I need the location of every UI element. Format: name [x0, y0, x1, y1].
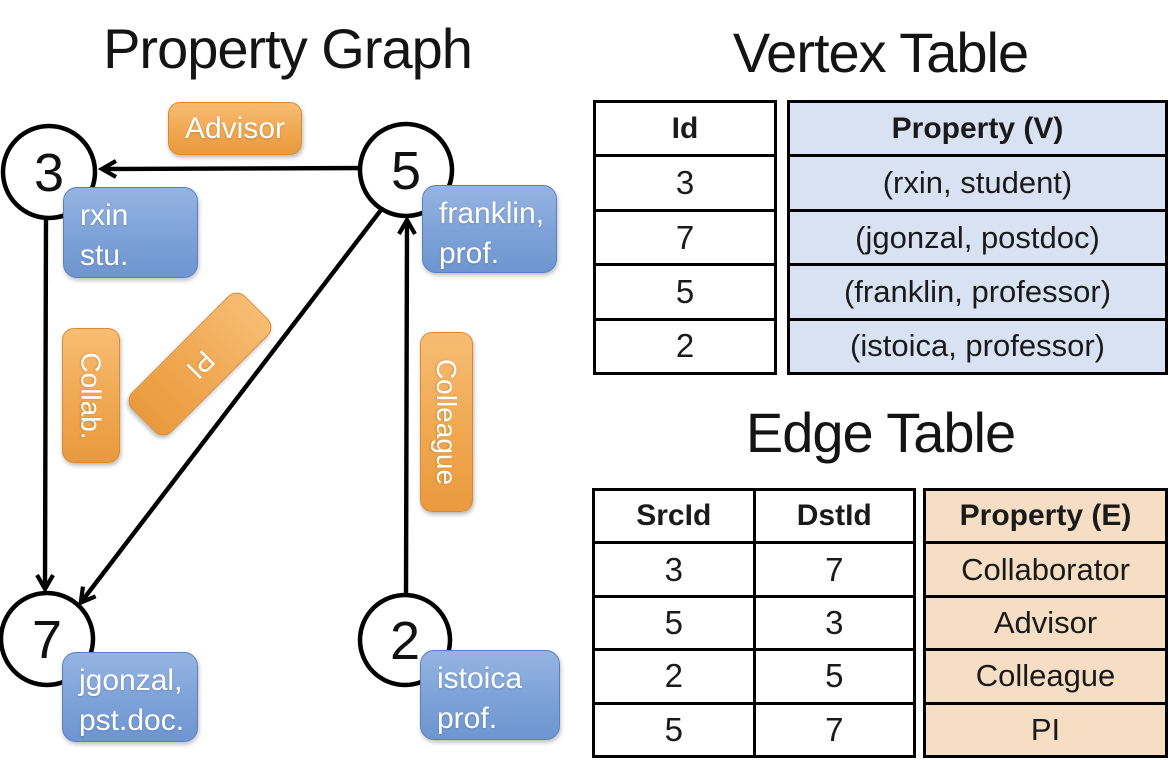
edge-label-advisor-text: Advisor — [184, 111, 286, 145]
edge-dst-cell: 3 — [752, 597, 914, 649]
node-id-3: 3 — [34, 143, 64, 203]
edge-dst-cell: 7 — [752, 704, 914, 756]
vertex-label-5-line2: prof. — [439, 236, 500, 270]
edge-dst-header: DstId — [752, 491, 914, 542]
vertex-label-3-line2: stu. — [80, 238, 129, 272]
property-graph-title: Property Graph — [103, 17, 473, 80]
vertex-label-2-line1: istoica — [437, 662, 523, 695]
vertex-id-cell: 5 — [596, 263, 774, 317]
edge-src-cell: 5 — [664, 604, 683, 642]
vertex-label-3-line1: rxin — [80, 199, 129, 232]
vertex-table-id-column: Id 3 7 5 2 — [593, 100, 777, 375]
vertex-label-3: rxin stu. — [63, 187, 198, 278]
edge-table-id-columns: SrcId DstId 3 7 5 3 2 5 5 7 — [592, 488, 916, 758]
vertex-id-cell: 7 — [596, 208, 774, 263]
edge-5-to-7 — [78, 204, 386, 606]
edge-label-collab: Collab. — [62, 328, 120, 463]
node-id-5: 5 — [391, 141, 421, 201]
edge-src-cell: 2 — [664, 657, 683, 695]
node-id-2: 2 — [390, 611, 420, 671]
vertex-property-cell: (rxin, student) — [790, 154, 1165, 209]
vertex-id-cell: 3 — [596, 154, 774, 208]
graph-edges — [35, 159, 417, 606]
edge-3-to-7 — [35, 216, 55, 594]
vertex-id-cell: 2 — [596, 317, 774, 372]
edge-property-cell: PI — [926, 701, 1165, 756]
vertex-label-7: jgonzal, pst.doc. — [62, 652, 198, 742]
vertex-label-5-line1: franklin, — [439, 197, 545, 230]
edge-2-to-5 — [397, 215, 417, 596]
edge-src-cell: 5 — [664, 710, 683, 748]
vertex-label-2-line2: prof. — [437, 701, 498, 735]
edge-label-collab-text: Collab. — [76, 351, 108, 440]
edge-table-property-column: Property (E) Collaborator Advisor Collea… — [923, 488, 1168, 758]
vertex-label-7-line1: jgonzal, — [79, 664, 183, 697]
edge-src-cell: 3 — [664, 550, 683, 588]
edge-property-cell: Collaborator — [926, 541, 1165, 595]
vertex-id-header: Id — [671, 111, 699, 145]
edge-label-colleague-text: Colleague — [431, 358, 463, 486]
vertex-label-7-line2: pst.doc. — [79, 703, 185, 737]
edge-property-header: Property (E) — [926, 491, 1165, 542]
vertex-label-5: franklin, prof. — [422, 185, 557, 273]
edge-label-colleague: Colleague — [420, 332, 473, 512]
edge-dst-cell: 7 — [752, 544, 914, 595]
edge-label-advisor: Advisor — [168, 102, 302, 155]
vertex-table-title: Vertex Table — [732, 21, 1029, 84]
node-id-7: 7 — [32, 610, 62, 670]
vertex-property-cell: (istoica, professor) — [790, 317, 1165, 373]
vertex-table-property-column: Property (V) (rxin, student) (jgonzal, p… — [787, 100, 1168, 375]
edge-property-cell: Colleague — [926, 648, 1165, 702]
edge-table-title: Edge Table — [745, 401, 1016, 464]
vertex-property-header: Property (V) — [790, 103, 1165, 155]
edge-src-header: SrcId — [636, 499, 712, 533]
vertex-property-cell: (franklin, professor) — [790, 263, 1165, 318]
edge-5-to-3 — [97, 159, 369, 179]
edge-dst-cell: 5 — [752, 651, 914, 702]
vertex-label-2: istoica prof. — [420, 650, 560, 740]
edge-property-cell: Advisor — [926, 594, 1165, 649]
edge-label-pi-text: PI — [180, 344, 221, 385]
vertex-property-cell: (jgonzal, postdoc) — [790, 208, 1165, 264]
